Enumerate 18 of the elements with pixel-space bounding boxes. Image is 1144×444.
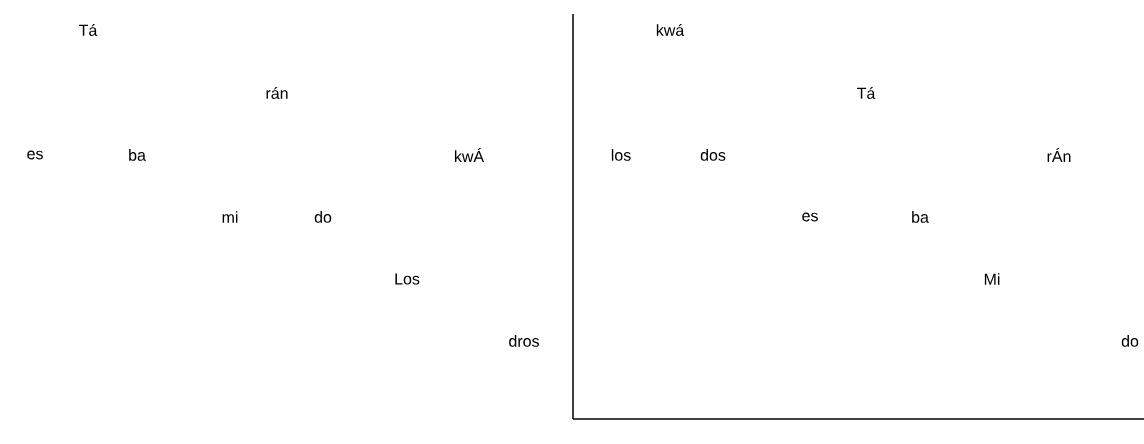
syllable-text: ba [912, 211, 929, 223]
syllable-text: Tá [857, 87, 876, 99]
syllable-text: ba [129, 149, 146, 161]
syllable-text: Los [395, 273, 420, 285]
syllable-text: kwÁ [454, 148, 485, 162]
syllable-text: do [314, 211, 332, 223]
syllable-text: dros [509, 335, 539, 347]
syllable-text: es [27, 150, 43, 160]
syllable-text: los [611, 149, 631, 161]
syllable-text: mi [222, 211, 238, 223]
syllable-text: kwá [656, 24, 685, 36]
syllable-text: rÁn [1047, 148, 1071, 162]
syllable-text: Tá [79, 24, 98, 36]
syllable-text: Mi [984, 273, 1000, 285]
syllable-text: do [1121, 335, 1139, 347]
syllable-text: dos [700, 149, 726, 161]
syllable-text: rán [266, 87, 288, 99]
syllable-text: es [802, 212, 818, 222]
